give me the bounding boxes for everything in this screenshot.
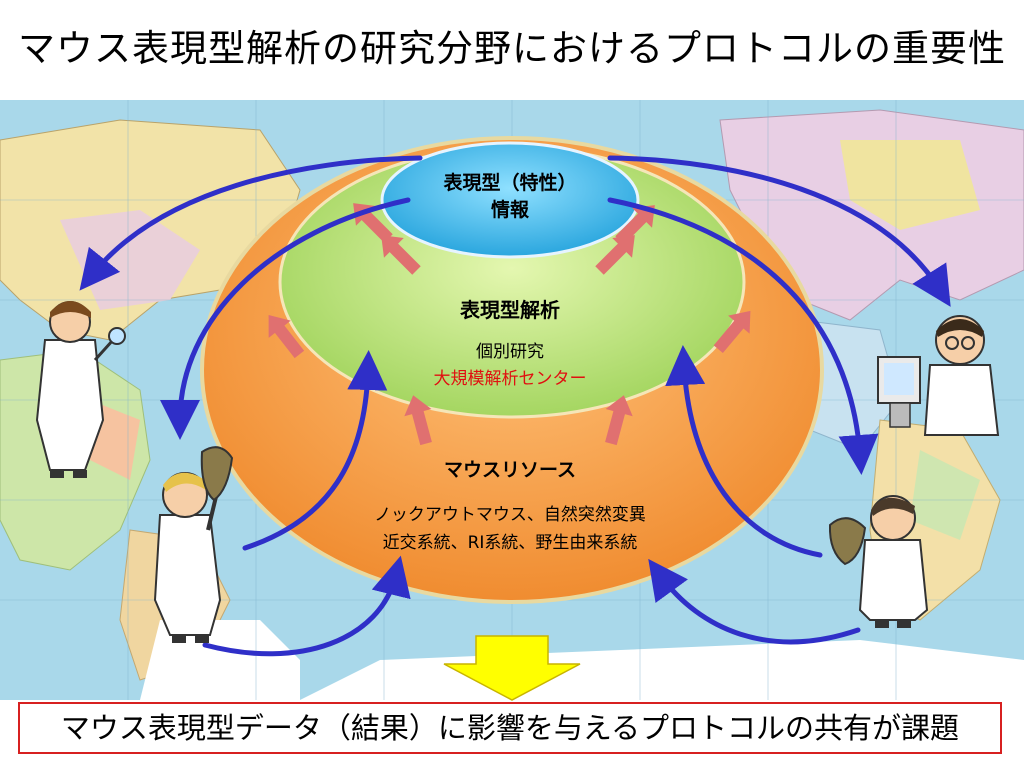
mouse-resources-label: マウスリソース: [443, 459, 577, 481]
mouse-resources-line1: ノックアウトマウス、自然突然変異: [374, 505, 646, 525]
researcher-examining-mouse-icon: [828, 495, 929, 628]
phenotype-info-ellipse: [380, 141, 640, 259]
page-title: マウス表現型解析の研究分野におけるプロトコルの重要性: [18, 27, 1006, 70]
conclusion-down-arrow: [443, 635, 581, 701]
individual-research-label: 個別研究: [476, 342, 544, 362]
large-scale-center-label: 大規模解析センター: [433, 369, 587, 389]
researcher-with-magnifier-icon: [35, 301, 126, 478]
red-arrows: [268, 203, 751, 446]
researcher-holding-mouse-icon: [153, 446, 234, 643]
conclusion-box: マウス表現型データ（結果）に影響を与えるプロトコルの共有が課題: [18, 702, 1002, 754]
mouse-resources-line2: 近交系統、RI系統、野生由来系統: [382, 533, 638, 553]
phenotype-info-label: 表現型（特性） 情報: [410, 170, 610, 224]
blue-arrows: [79, 155, 951, 657]
phenotype-info-line2: 情報: [490, 199, 529, 221]
phenotype-info-line1: 表現型（特性）: [443, 172, 577, 194]
researcher-at-computer-icon: [877, 315, 1000, 436]
phenotype-analysis-label: 表現型解析: [460, 298, 560, 322]
